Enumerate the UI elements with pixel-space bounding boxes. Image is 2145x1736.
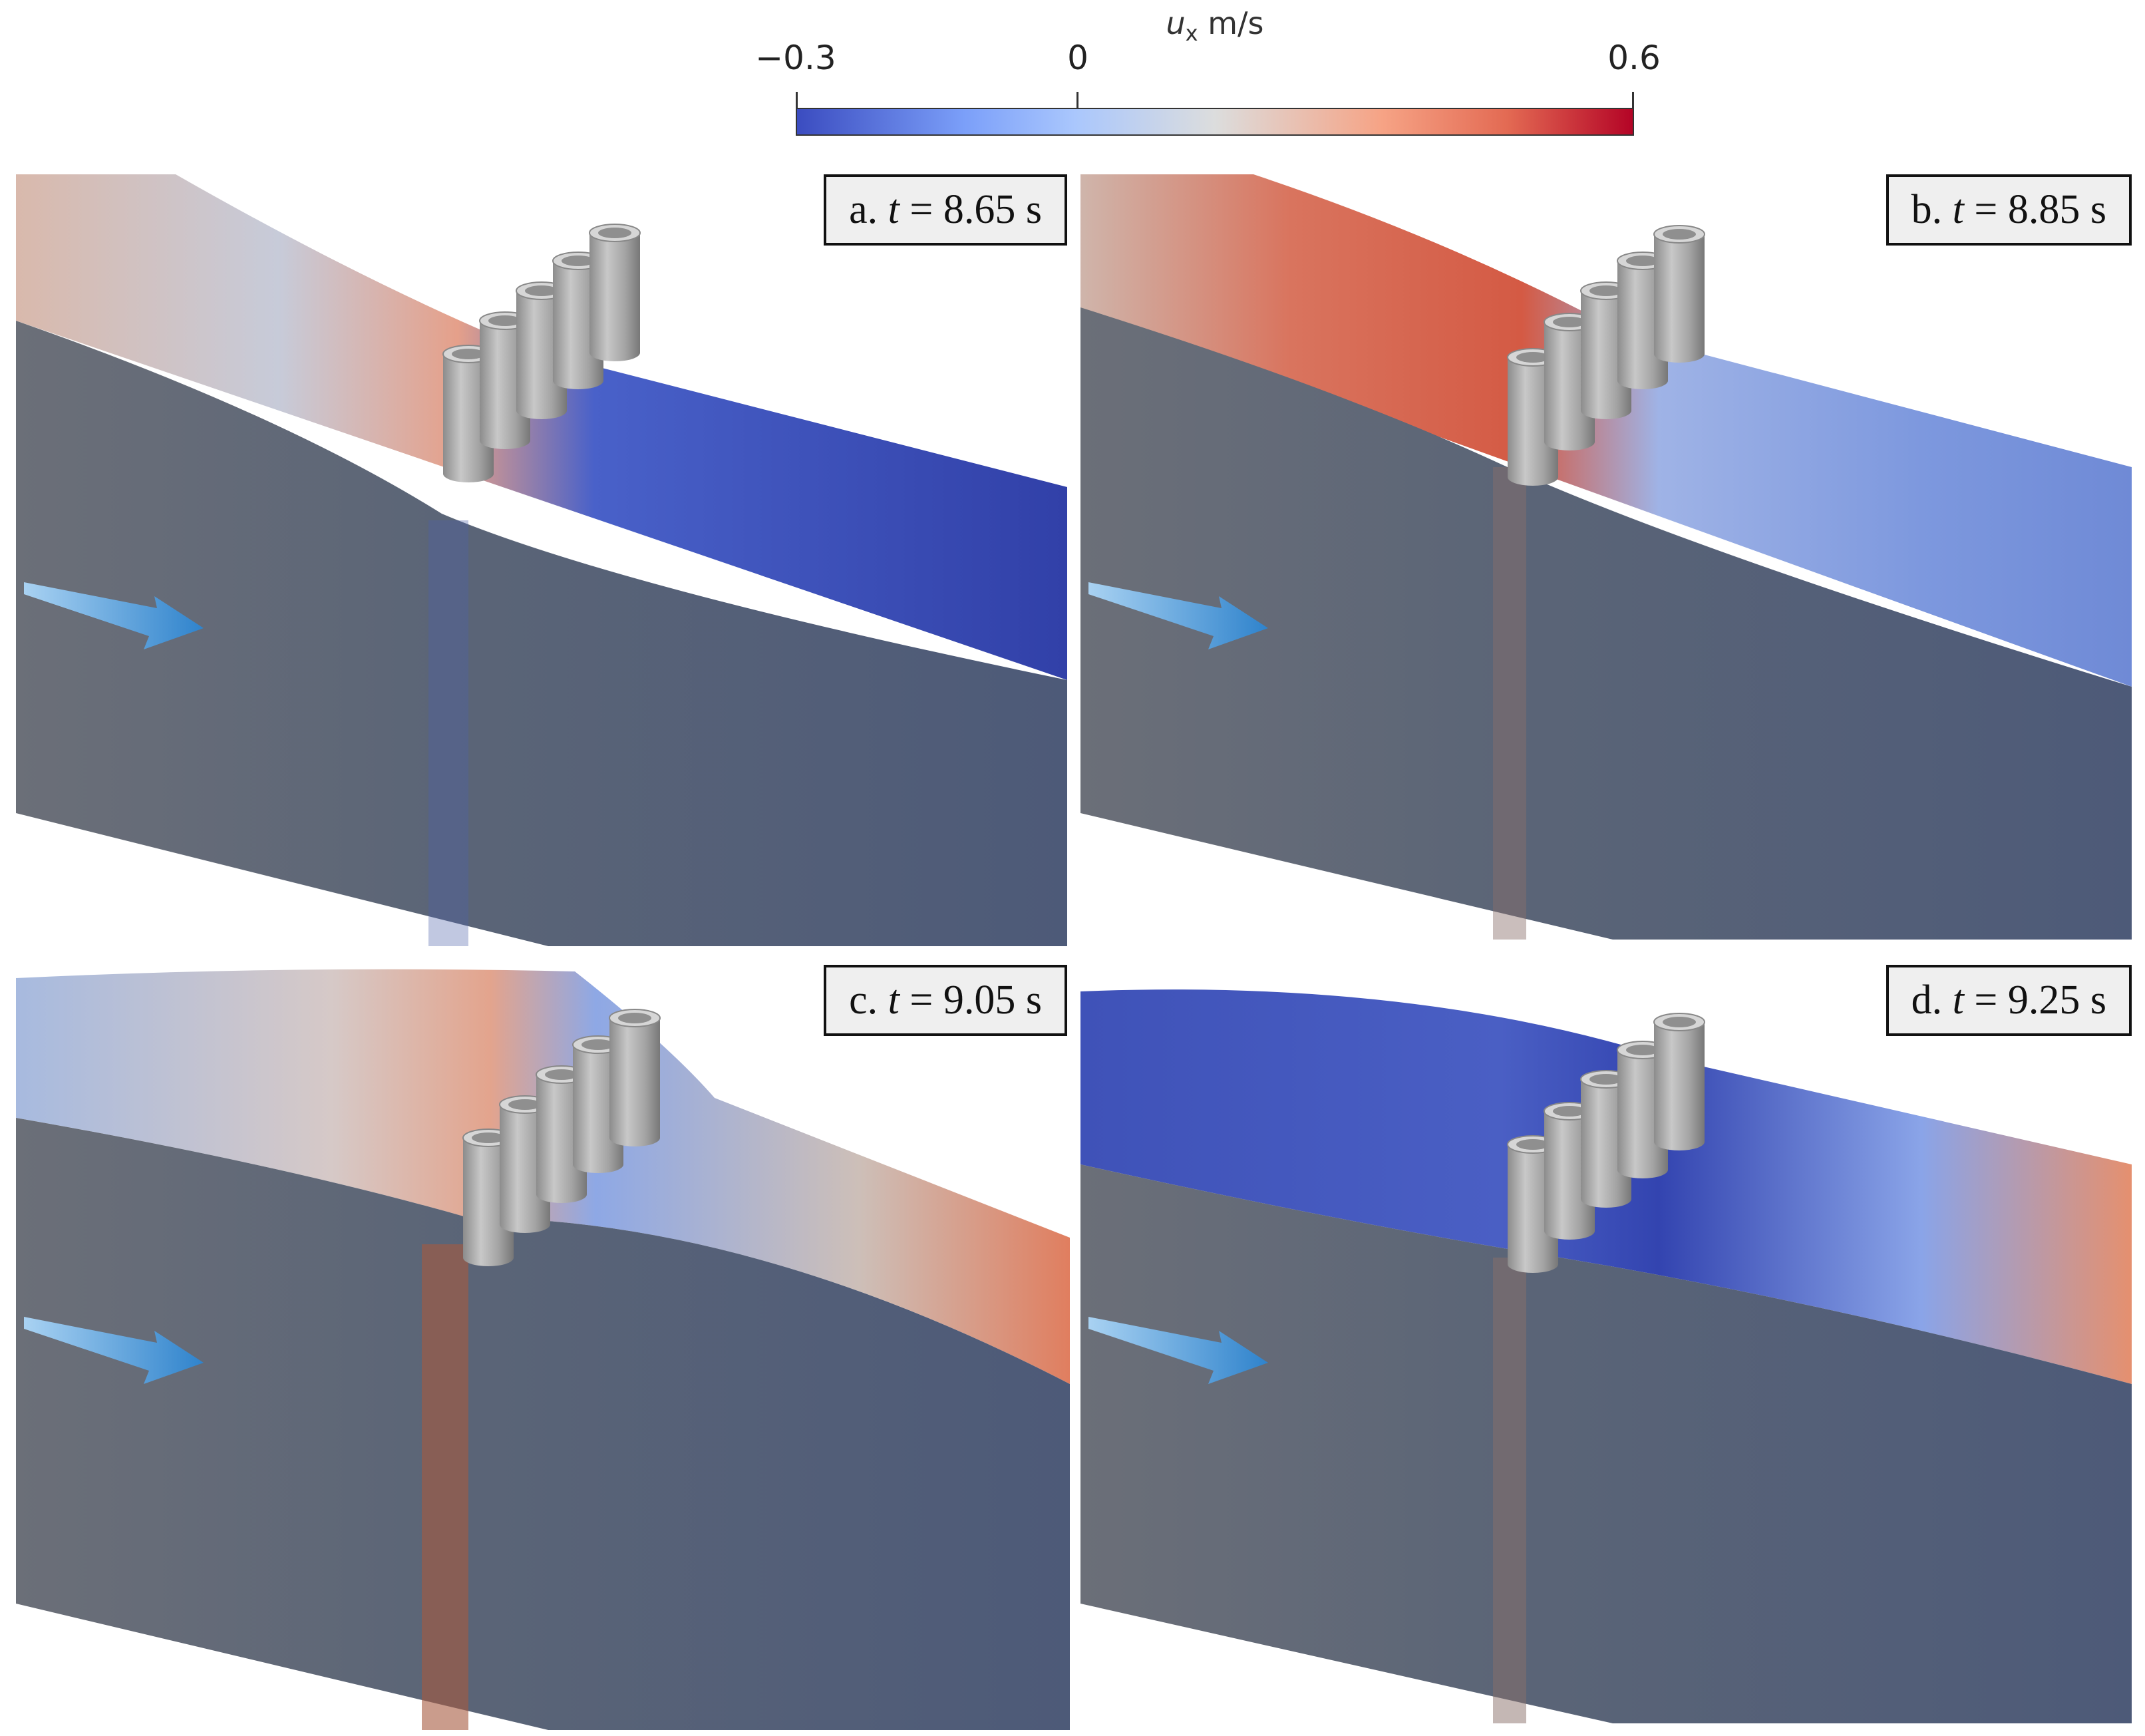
panel-d: d. t = 9.25 s <box>1080 965 2132 1723</box>
panel-a: a. t = 8.65 s <box>16 174 1067 946</box>
colorbar-mark-zero <box>1076 92 1078 118</box>
panel-a-render <box>16 174 1067 946</box>
colorbar-tick-zero: 0 <box>1067 39 1088 77</box>
colorbar-gradient <box>796 108 1634 136</box>
colorbar: ux m/s −0.3 0 0.6 <box>755 0 1661 146</box>
panel-b: b. t = 8.85 s <box>1080 174 2132 940</box>
panel-d-render <box>1080 989 2132 1723</box>
time-label-c: c. t = 9.05 s <box>824 965 1067 1036</box>
time-label-d: d. t = 9.25 s <box>1886 965 2132 1036</box>
time-label-b: b. t = 8.85 s <box>1886 174 2132 246</box>
panel-c-render <box>16 969 1070 1730</box>
panel-c: c. t = 9.05 s <box>16 965 1070 1730</box>
time-label-a: a. t = 8.65 s <box>824 174 1067 246</box>
colorbar-tick-min: −0.3 <box>755 39 836 77</box>
panel-b-render <box>1080 174 2132 940</box>
colorbar-title: ux m/s <box>1166 5 1264 47</box>
colorbar-mark-max <box>1632 92 1634 118</box>
colorbar-tick-max: 0.6 <box>1607 39 1661 77</box>
colorbar-mark-min <box>796 92 798 118</box>
